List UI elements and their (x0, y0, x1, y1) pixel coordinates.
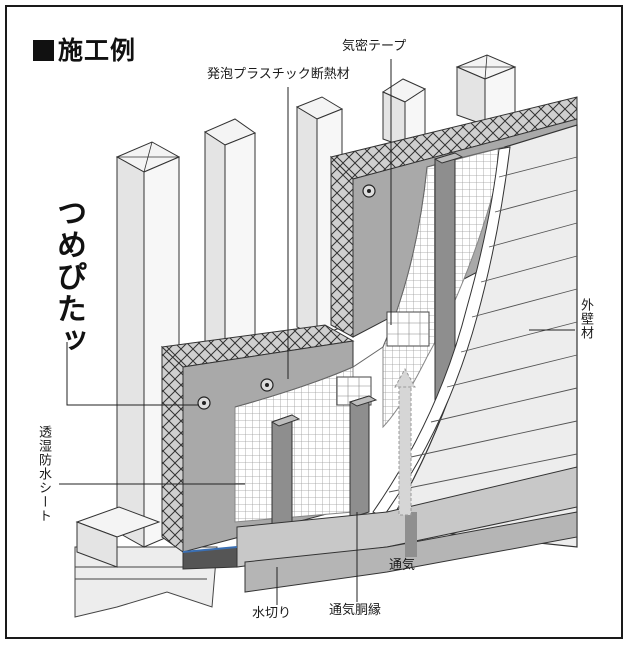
screw-heads (197, 184, 376, 410)
label-airtight-tape: 気密テープ (342, 39, 407, 54)
label-moisture-sheet: 透湿防水シート (36, 425, 51, 523)
label-foam-insulation: 発泡プラスチック断熱材 (207, 67, 350, 82)
exterior-cladding (372, 124, 578, 548)
leader-lines (59, 59, 575, 605)
page-title: 施工例 (33, 31, 136, 67)
label-exterior-wall: 外壁材 (578, 298, 593, 340)
ventilation-arrow (394, 367, 417, 557)
diagram-frame: 施工例 つめぴたッ 気密テープ 発泡プラスチック断熱材 外壁材 透湿防水シート … (5, 5, 623, 639)
sill-block (75, 506, 161, 568)
label-flashing: 水切り (252, 606, 292, 621)
airtight-tape-patch-1 (386, 311, 430, 347)
construction-illustration (59, 54, 578, 618)
title-square-icon (33, 40, 54, 61)
label-vent-furring: 通気胴縁 (329, 603, 382, 618)
stud-post-2 (203, 118, 257, 368)
label-ventilation: 通気 (389, 558, 416, 573)
stud-post-5 (455, 54, 517, 126)
brand-name: つめぴたッ (51, 197, 86, 357)
